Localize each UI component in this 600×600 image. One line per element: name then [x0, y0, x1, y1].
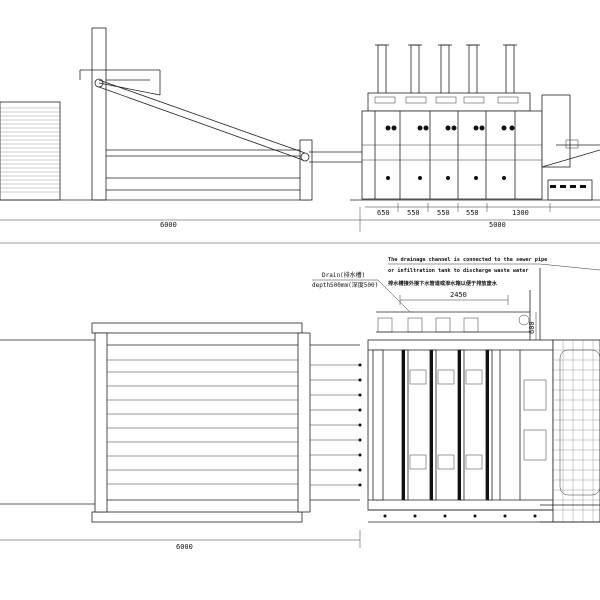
stacker-frame — [79, 27, 313, 201]
elevation-dimension-lines — [0, 203, 600, 232]
elevation-view: 6000 5000 650 550 550 550 1300 — [0, 27, 600, 232]
plan-dimension-lines — [0, 295, 537, 548]
inclined-conveyor — [98, 79, 365, 163]
drainage-note-line1: The drainage channel is connected to the… — [388, 257, 547, 263]
drainage-note-line3: 排水槽接外接下水管道或渗水箱以便于排放废水 — [388, 279, 498, 287]
plan-drain-channel — [376, 268, 541, 340]
drain-label: Drain(排水槽) depth500mm(深度500) — [312, 271, 411, 313]
drain-label-line1: Drain(排水槽) — [322, 271, 365, 279]
plan-side-dimension: 600 — [528, 321, 536, 334]
segment-dimension-5: 1300 — [512, 209, 529, 217]
plan-width-dimension: 2450 — [450, 291, 467, 299]
segment-dimension-4: 550 — [466, 209, 479, 217]
delivery-section — [350, 94, 600, 201]
drainage-note: The drainage channel is connected to the… — [388, 257, 600, 287]
plan-transfer-rollers — [310, 344, 362, 501]
segment-dimension-3: 550 — [437, 209, 450, 217]
printing-units — [361, 44, 543, 200]
plan-printing-units — [367, 339, 554, 511]
plan-feeder — [0, 322, 311, 523]
segment-dimension-2: 550 — [407, 209, 420, 217]
plan-overall-length-dimension: 6000 — [176, 543, 193, 551]
drain-label-line2: depth500mm(深度500) — [312, 281, 378, 289]
plan-delivery — [540, 339, 600, 523]
plan-view: Drain(排水槽) depth500mm(深度500) The drainag… — [0, 257, 600, 551]
segment-dimension-1: 650 — [377, 209, 390, 217]
drainage-note-line2: or infiltration tank to discharge waste … — [388, 268, 529, 274]
overall-length-right-dimension: 5000 — [489, 221, 506, 229]
overall-length-left-dimension: 6000 — [160, 221, 177, 229]
plan-base-rails — [368, 509, 553, 523]
feeder-stack — [0, 101, 80, 201]
